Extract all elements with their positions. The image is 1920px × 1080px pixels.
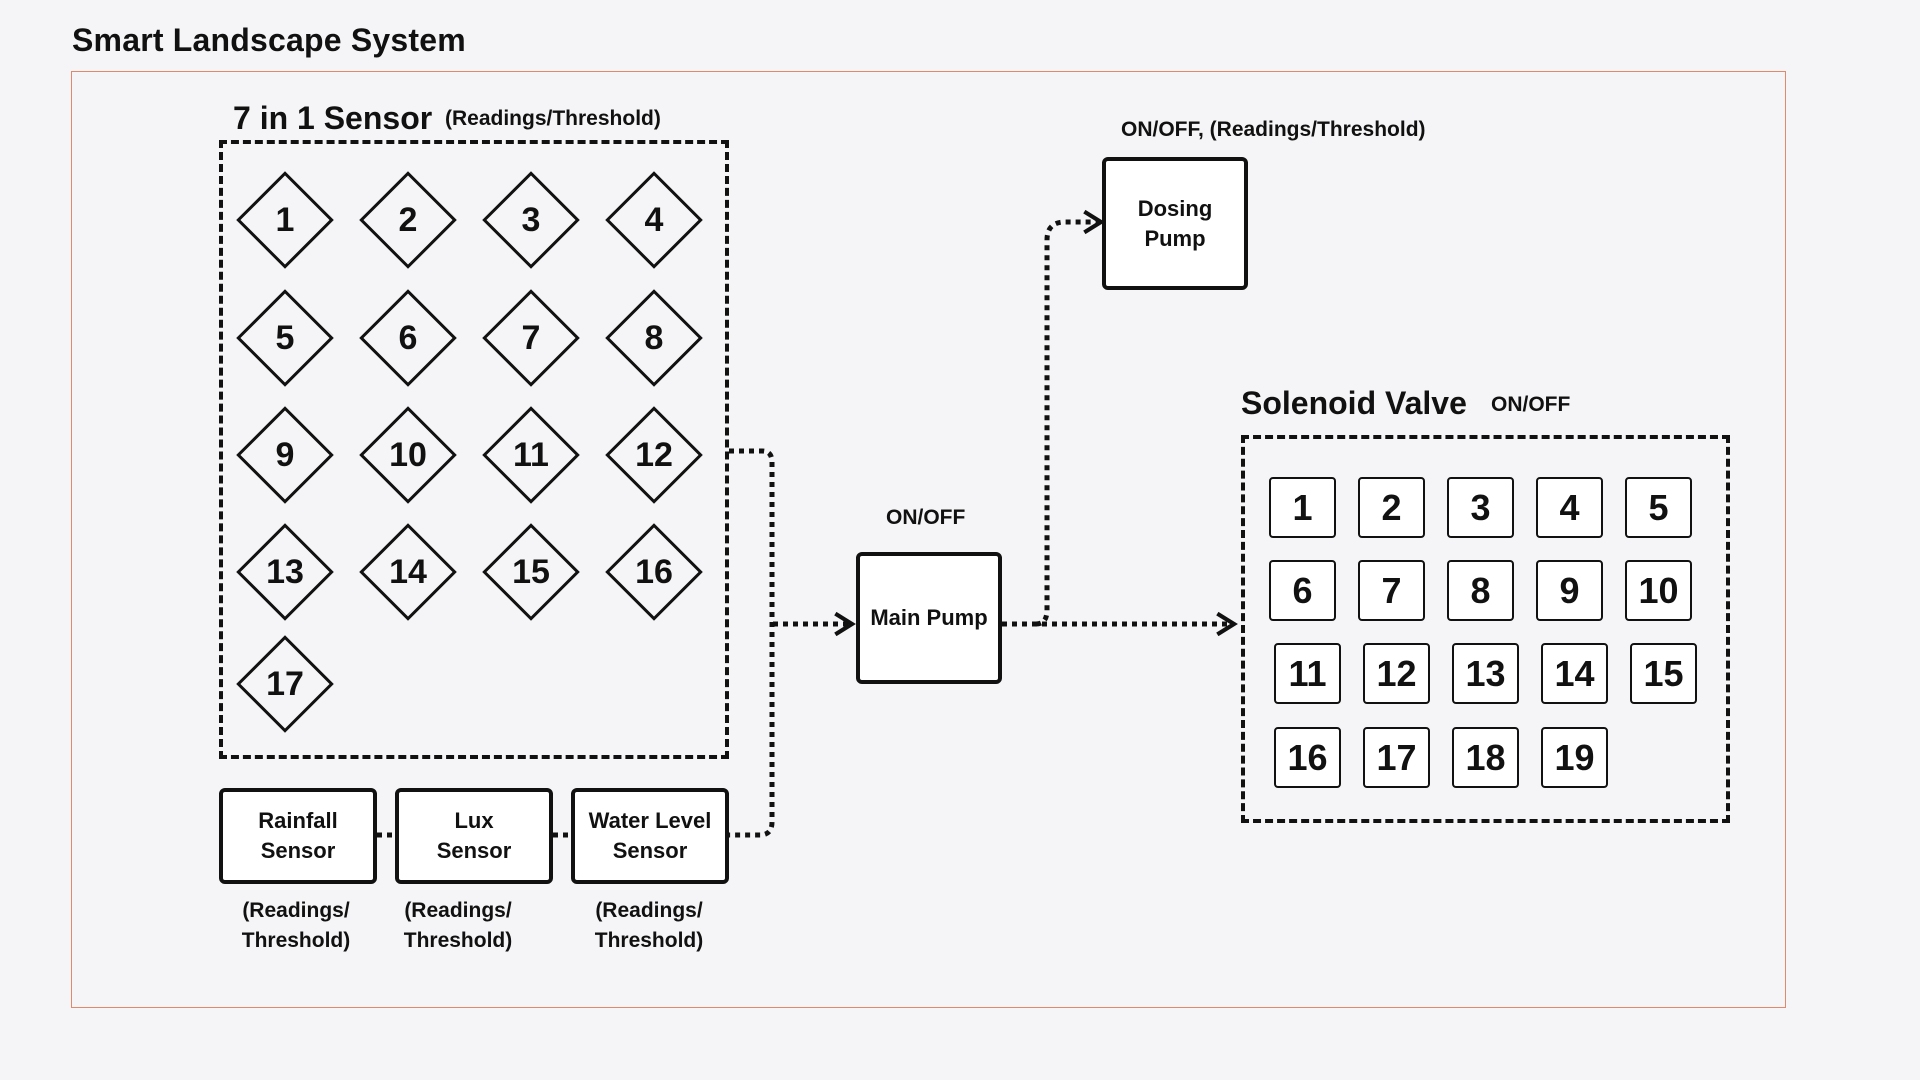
sensor-number: 10 xyxy=(389,435,427,474)
solenoid-valve: 4 xyxy=(1536,477,1603,538)
valve-group-note: ON/OFF xyxy=(1491,393,1571,416)
solenoid-valve: 16 xyxy=(1274,727,1341,788)
dosing-pump-label-1: Dosing xyxy=(1137,195,1213,221)
diagram-frame xyxy=(71,71,1786,1008)
dosing-pump-note: ON/OFF, (Readings/Threshold) xyxy=(1121,118,1426,141)
sensor-diamond: 6 xyxy=(359,289,457,387)
water-level-sensor-label-1: Water Level xyxy=(588,808,712,833)
sensor-diamond: 10 xyxy=(359,406,457,504)
lux-sensor-note: (Readings/Threshold) xyxy=(380,896,536,956)
valve-group-box xyxy=(1241,435,1730,823)
sensor-number: 8 xyxy=(644,318,664,357)
solenoid-valve: 1 xyxy=(1269,477,1336,538)
sensor-diamond: 3 xyxy=(482,171,580,269)
sensor-number: 15 xyxy=(512,552,550,591)
sensor-diamond: 11 xyxy=(482,406,580,504)
sensors-to-main-pump-line xyxy=(729,448,775,838)
page-title: Smart Landscape System xyxy=(72,22,466,58)
sensor-group-note: (Readings/Threshold) xyxy=(445,107,661,130)
solenoid-valve: 13 xyxy=(1452,643,1519,704)
sensor-number: 3 xyxy=(521,200,541,239)
solenoid-valve: 18 xyxy=(1452,727,1519,788)
main-pump-note: ON/OFF xyxy=(886,506,966,529)
sensor-number: 13 xyxy=(266,552,304,591)
sensor-number: 6 xyxy=(398,318,418,357)
sensor-diamond: 8 xyxy=(605,289,703,387)
sensor-diamond: 17 xyxy=(236,635,334,733)
sensor-number: 11 xyxy=(513,435,549,474)
solenoid-valve: 17 xyxy=(1363,727,1430,788)
water-level-sensor-note: (Readings/Threshold) xyxy=(571,896,727,956)
solenoid-valve: 19 xyxy=(1541,727,1608,788)
sensor-group-box xyxy=(219,140,729,759)
sensor-number: 17 xyxy=(266,664,304,703)
sensor-number: 2 xyxy=(398,200,418,239)
rainfall-note-1: (Readings/ xyxy=(242,899,350,922)
sensor-diamond: 7 xyxy=(482,289,580,387)
rainfall-sensor-label-2: Sensor xyxy=(260,838,336,863)
sensor-number: 7 xyxy=(521,318,541,357)
valve-group-title: Solenoid Valve xyxy=(1241,385,1467,421)
lux-note-1: (Readings/ xyxy=(404,899,512,922)
lux-note-2: Threshold) xyxy=(403,929,513,952)
solenoid-valve: 9 xyxy=(1536,560,1603,621)
solenoid-valve: 14 xyxy=(1541,643,1608,704)
sensor-diamond: 16 xyxy=(605,523,703,621)
sensor-number: 1 xyxy=(275,200,295,239)
solenoid-valve: 6 xyxy=(1269,560,1336,621)
water-level-note-2: Threshold) xyxy=(594,929,704,952)
water-level-note-1: (Readings/ xyxy=(595,899,703,922)
sensor-number: 4 xyxy=(644,200,664,239)
rainfall-sensor-note: (Readings/Threshold) xyxy=(218,896,374,956)
water-level-sensor-label-2: Sensor xyxy=(612,838,688,863)
main-pump-label: Main Pump xyxy=(870,605,988,630)
solenoid-valve: 7 xyxy=(1358,560,1425,621)
solenoid-valve: 15 xyxy=(1630,643,1697,704)
sensor-diamond: 4 xyxy=(605,171,703,269)
sensor-diamond: 1 xyxy=(236,171,334,269)
solenoid-valve: 8 xyxy=(1447,560,1514,621)
solenoid-valve: 2 xyxy=(1358,477,1425,538)
sensor-diamond: 5 xyxy=(236,289,334,387)
rainfall-note-2: Threshold) xyxy=(241,929,351,952)
main-pump-node: Main Pump xyxy=(856,552,1002,684)
sensor-group-title: 7 in 1 Sensor xyxy=(233,100,433,136)
sensor-number: 16 xyxy=(635,552,673,591)
main-pump-to-dosing-arrow xyxy=(1035,209,1105,627)
lux-sensor-label-1: Lux xyxy=(454,808,494,833)
lux-sensor-label-2: Sensor xyxy=(436,838,512,863)
rainfall-sensor-label-1: Rainfall xyxy=(258,808,338,833)
sensor-number: 14 xyxy=(389,552,427,591)
sensor-diamond: 15 xyxy=(482,523,580,621)
solenoid-valve: 5 xyxy=(1625,477,1692,538)
sensor-diamond: 9 xyxy=(236,406,334,504)
sensor-number: 12 xyxy=(635,435,673,474)
dosing-pump-label-2: Pump xyxy=(1144,225,1206,251)
solenoid-valve: 10 xyxy=(1625,560,1692,621)
sensor-diamond: 13 xyxy=(236,523,334,621)
sensor-diamond: 2 xyxy=(359,171,457,269)
solenoid-valve: 12 xyxy=(1363,643,1430,704)
solenoid-valve: 11 xyxy=(1274,643,1341,704)
solenoid-valve: 3 xyxy=(1447,477,1514,538)
sensor-number: 9 xyxy=(275,435,295,474)
sensor-diamond: 12 xyxy=(605,406,703,504)
sensor-diamond: 14 xyxy=(359,523,457,621)
sensor-number: 5 xyxy=(275,318,295,357)
